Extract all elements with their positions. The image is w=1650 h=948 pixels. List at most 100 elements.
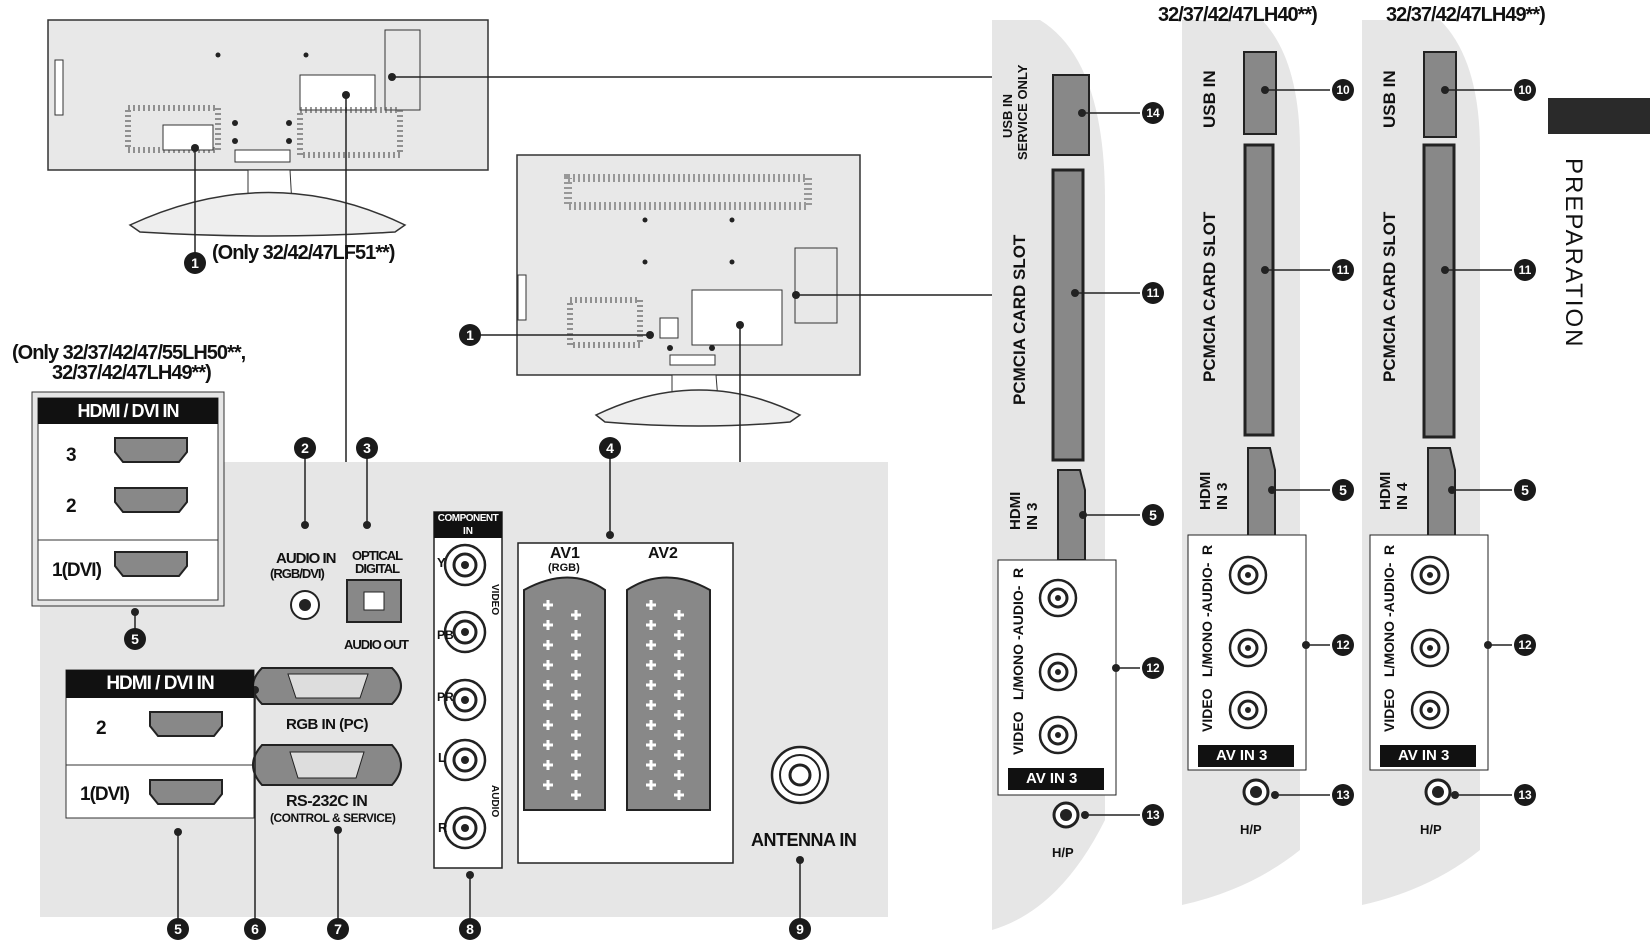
col2-model-note: 32/37/42/47LH40**) <box>1158 4 1318 26</box>
side1-badge-usb: 14 <box>1142 102 1164 124</box>
scart-pin <box>646 740 656 750</box>
side3-usb-label: USB IN <box>1380 70 1399 128</box>
hdmi-port-shape <box>114 437 188 463</box>
side3-badge-usb: 10 <box>1514 79 1536 101</box>
side3-av-mono-label: L/MONO <box>1381 621 1397 677</box>
side-rca-pin <box>1055 732 1061 738</box>
badge-8: 8 <box>459 918 481 940</box>
side1-av-r-label: R <box>1010 567 1026 578</box>
side-rca-pin <box>1427 707 1433 713</box>
tv-rear-center <box>516 154 861 427</box>
side3-badge-pcmcia: 11 <box>1514 259 1536 281</box>
scart-pin <box>674 670 684 680</box>
side3-hdmi-label: HDMI <box>1377 471 1394 510</box>
side2-av-video-label: VIDEO <box>1199 688 1215 732</box>
side1-av-video-label: VIDEO <box>1010 711 1026 755</box>
badge-5-bottom: 5 <box>167 918 189 940</box>
side2-badge-hp: 13 <box>1332 784 1354 806</box>
side2-badge-hdmi: 5 <box>1332 479 1354 501</box>
scart-pin <box>543 700 553 710</box>
scart-pin <box>674 650 684 660</box>
scart-pin <box>543 740 553 750</box>
comp-pb-label: PB <box>437 628 454 642</box>
main-hdmi-port-2: 2 <box>96 718 107 739</box>
scart-pin <box>674 750 684 760</box>
badge-2: 2 <box>294 437 316 459</box>
optical-label: OPTICAL <box>352 548 403 563</box>
side1-badge-hdmi: 5 <box>1142 504 1164 526</box>
component-in-label: IN <box>434 526 502 538</box>
side1-hp-label: H/P <box>1052 845 1074 860</box>
side3-badge-hdmi: 5 <box>1514 479 1536 501</box>
side1-badge-av: 12 <box>1142 657 1164 679</box>
scart-pin <box>646 780 656 790</box>
hdmi-port-shape <box>149 779 223 805</box>
av1-sub-label: (RGB) <box>548 562 580 574</box>
lf51-model-note: (Only 32/42/47LF51**) <box>212 242 395 264</box>
hdmi-port-shape <box>114 487 188 513</box>
scart-pin <box>646 720 656 730</box>
headphone-jack-pin <box>1060 809 1072 821</box>
audio-in-sub-label: (RGB/DVI) <box>270 566 325 581</box>
side2-badge-usb: 10 <box>1332 79 1354 101</box>
tv-rear-top-left <box>47 19 489 237</box>
side2-badge-pcmcia: 11 <box>1332 259 1354 281</box>
scart-pin <box>646 700 656 710</box>
side2-av-r-label: R <box>1199 544 1215 555</box>
col3-model-note: 32/37/42/47LH49**) <box>1386 4 1546 26</box>
side3-badge-av: 12 <box>1514 634 1536 656</box>
comp-r-label: R <box>438 820 448 835</box>
comp-pr-label: PR <box>437 690 454 704</box>
comp-l-label: L <box>438 750 446 765</box>
scart-pin <box>674 790 684 800</box>
hdmi-port-shape <box>149 711 223 737</box>
side1-hdmi-num-label: IN 3 <box>1024 502 1041 530</box>
scart-pin <box>571 690 581 700</box>
headphone-jack-pin <box>1432 786 1444 798</box>
lh50-model-note-line1: (Only 32/37/42/47/55LH50**, <box>12 342 246 364</box>
antenna-in-label: ANTENNA IN <box>751 830 857 850</box>
scart-pin <box>571 650 581 660</box>
side2-pcmcia-label: PCMCIA CARD SLOT <box>1200 211 1219 382</box>
scart-pin <box>646 620 656 630</box>
scart-pin <box>543 720 553 730</box>
rca-jack-pin <box>461 696 469 704</box>
side2-hdmi-num-label: IN 3 <box>1214 482 1231 510</box>
scart-pin <box>571 670 581 680</box>
side1-hdmi-label: HDMI <box>1007 491 1024 530</box>
comp-video-group-label: VIDEO <box>489 584 500 616</box>
preparation-tab-label: PREPARATION <box>1560 158 1587 349</box>
rca-jack-pin <box>461 561 469 569</box>
side2-av-in-label: AV IN 3 <box>1216 747 1268 764</box>
scart-pin <box>646 680 656 690</box>
badge-4: 4 <box>599 437 621 459</box>
side2-hdmi-label: HDMI <box>1197 471 1214 510</box>
scart-pin <box>571 730 581 740</box>
side1-usb-label: USB IN <box>1000 93 1015 138</box>
scart-pin <box>543 620 553 630</box>
side3-av-audio-label: -AUDIO- <box>1381 562 1397 617</box>
badge-1-top: 1 <box>184 252 206 274</box>
left-hdmi-title: HDMI / DVI IN <box>38 398 218 424</box>
comp-audio-group-label: AUDIO <box>489 785 500 818</box>
side2-usb-label: USB IN <box>1200 70 1219 128</box>
scart-pin <box>674 730 684 740</box>
rs232-sub-label: (CONTROL & SERVICE) <box>270 811 396 825</box>
rca-jack-pin <box>461 756 469 764</box>
scart-pin <box>571 710 581 720</box>
left-hdmi-port-3: 3 <box>66 445 77 466</box>
side3-av-video-label: VIDEO <box>1381 688 1397 732</box>
side-rca-pin <box>1427 645 1433 651</box>
left-hdmi-port-1dvi: 1(DVI) <box>52 560 102 581</box>
side-rca-pin <box>1427 572 1433 578</box>
side1-pcmcia-label: PCMCIA CARD SLOT <box>1010 234 1029 405</box>
scart-pin <box>646 600 656 610</box>
side-rca-pin <box>1055 669 1061 675</box>
audio-out-label: AUDIO OUT <box>344 637 409 652</box>
component-title: COMPONENT <box>434 512 502 526</box>
left-hdmi-port-2: 2 <box>66 496 77 517</box>
side3-av-r-label: R <box>1381 544 1397 555</box>
side1-usb-service-label: SERVICE ONLY <box>1015 64 1030 160</box>
side3-pcmcia-label: PCMCIA CARD SLOT <box>1380 211 1399 382</box>
